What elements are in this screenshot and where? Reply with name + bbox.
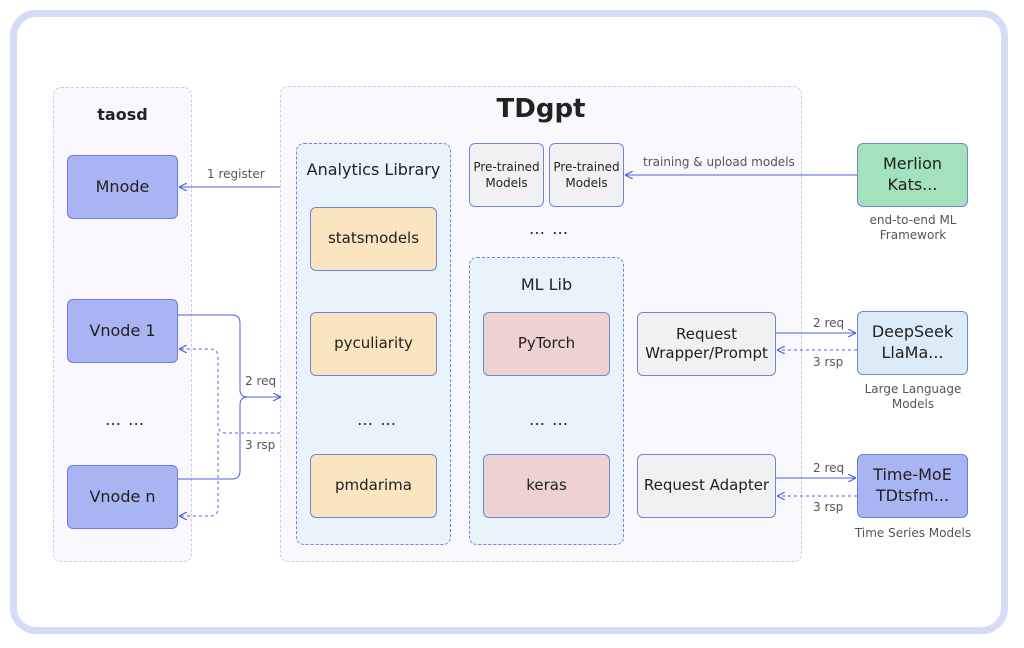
rsp-label-left: 3 rsp bbox=[245, 438, 276, 452]
library-item-statsmodels: statsmodels bbox=[310, 207, 437, 271]
vnode1-rsp-line bbox=[180, 349, 280, 434]
library-item-pmdarima: pmdarima bbox=[310, 454, 437, 518]
library-item-pyculiarity: pyculiarity bbox=[310, 312, 437, 376]
tdgpt-title: TDgpt bbox=[496, 94, 586, 124]
time-series-model-caption: Time Series Models bbox=[854, 526, 972, 540]
ml-lib-title: ML Lib bbox=[520, 275, 573, 294]
vnoden-req-line bbox=[178, 396, 249, 480]
pretrained-model-box-1: Pre-trained Models bbox=[469, 143, 544, 207]
models-ellipsis: … … bbox=[529, 219, 570, 238]
pretrained-model-box-2: Pre-trained Models bbox=[549, 143, 624, 207]
register-label: 1 register bbox=[207, 167, 265, 181]
vnode1-box: Vnode 1 bbox=[67, 299, 178, 363]
tsm-req-label: 2 req bbox=[813, 461, 845, 475]
vnode-ellipsis: … … bbox=[105, 410, 146, 429]
analytics-library-title: Analytics Library bbox=[306, 160, 441, 179]
llm-box: DeepSeek LlaMa... bbox=[857, 311, 968, 375]
vnoden-box: Vnode n bbox=[67, 465, 178, 529]
llm-req-label: 2 req bbox=[813, 316, 845, 330]
time-series-model-box: Time-MoE TDtsfm... bbox=[857, 454, 968, 518]
mnode-box: Mnode bbox=[67, 155, 178, 219]
ml-item-pytorch: PyTorch bbox=[483, 312, 610, 376]
vnoden-rsp-line bbox=[180, 433, 219, 516]
request-wrapper-box: Request Wrapper/Prompt bbox=[637, 312, 776, 376]
training-label: training & upload models bbox=[643, 155, 795, 169]
ml-framework-caption: end-to-end ML Framework bbox=[869, 213, 957, 242]
ml-ellipsis: … … bbox=[529, 410, 570, 429]
taosd-title: taosd bbox=[97, 105, 148, 124]
llm-caption: Large Language Models bbox=[864, 382, 962, 411]
req-label-left: 2 req bbox=[245, 374, 277, 388]
ml-item-keras: keras bbox=[483, 454, 610, 518]
tsm-rsp-label: 3 rsp bbox=[813, 500, 844, 514]
llm-rsp-label: 3 rsp bbox=[813, 355, 844, 369]
ml-framework-box: Merlion Kats... bbox=[857, 143, 968, 207]
request-adapter-box: Request Adapter bbox=[637, 454, 776, 518]
vnode1-req-line bbox=[178, 314, 280, 397]
library-ellipsis: … … bbox=[357, 410, 398, 429]
